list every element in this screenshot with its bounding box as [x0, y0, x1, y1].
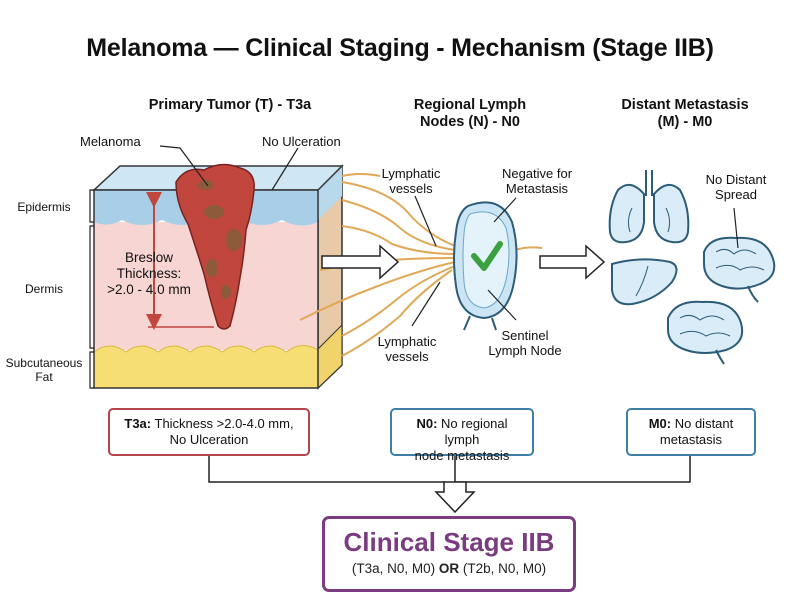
connector-lines: [208, 448, 691, 483]
skin-block: [92, 145, 344, 390]
brain-icon-bottom: [667, 300, 744, 365]
melanoma-label: Melanoma: [80, 134, 141, 149]
dermis-label: Dermis: [25, 282, 63, 296]
layer-brackets: [89, 189, 94, 389]
metastasis-heading: Distant Metastasis(M) - M0: [621, 97, 749, 130]
clinical-stage-box: Clinical Stage IIB (T3a, N0, M0) OR (T2b…: [322, 516, 576, 592]
lungs-icon: [608, 170, 690, 244]
clinical-stage-criteria: (T3a, N0, M0) OR (T2b, N0, M0): [351, 561, 547, 576]
page-title: Melanoma — Clinical Staging - Mechanism …: [86, 34, 714, 62]
clinical-stage-title: Clinical Stage IIB: [343, 527, 555, 557]
epidermis-label: Epidermis: [17, 200, 71, 214]
down-arrow: [434, 481, 476, 514]
liver-icon: [611, 258, 678, 306]
sentinel-lymph-node: [453, 201, 518, 331]
brain-icon-right: [703, 236, 776, 303]
no-ulceration-label: No Ulceration: [262, 134, 341, 149]
tumor-heading: Primary Tumor (T) - T3a: [148, 97, 312, 113]
t3a-box: T3a: Thickness >2.0-4.0 mm,No Ulceration: [108, 408, 310, 456]
